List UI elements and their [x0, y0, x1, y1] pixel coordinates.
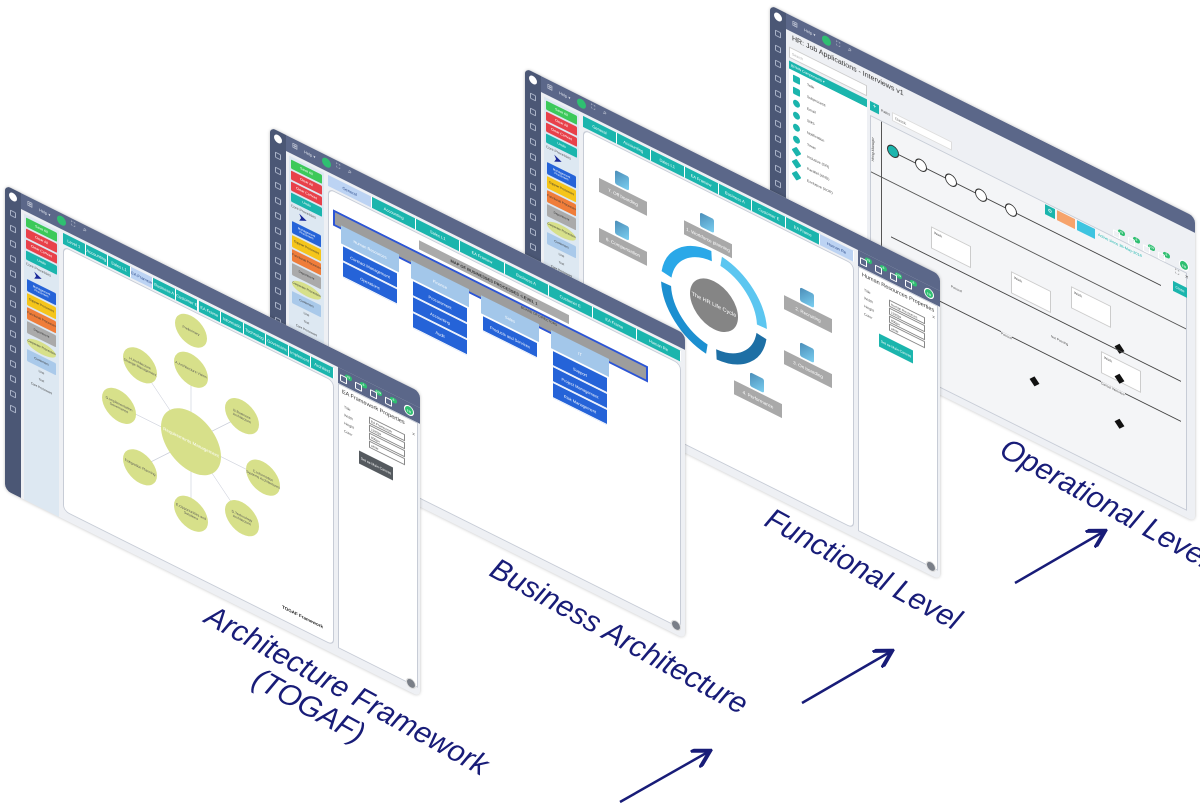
component-icon[interactable]	[791, 158, 802, 169]
task-node[interactable]	[945, 171, 957, 190]
component-icon[interactable]	[791, 146, 802, 157]
search-icon[interactable]: ⌕	[848, 45, 852, 55]
task-node[interactable]	[975, 186, 987, 205]
label-togaf: (TOGAF)	[246, 662, 371, 751]
fullscreen-icon[interactable]: ⛶	[836, 40, 841, 50]
close-icon[interactable]: ×	[932, 313, 935, 322]
property-label: Width	[864, 296, 873, 305]
task-node[interactable]	[1005, 201, 1017, 220]
component-label[interactable]: Timer	[807, 142, 816, 151]
fullscreen-icon[interactable]: ⛶	[591, 103, 596, 113]
ring-segment	[715, 332, 767, 365]
task-node[interactable]	[915, 156, 927, 175]
flow-label: Passed	[1001, 331, 1012, 341]
component-label[interactable]: Subprocess	[807, 94, 826, 108]
component-icon[interactable]	[793, 98, 800, 109]
add-button[interactable]: +	[870, 100, 879, 115]
property-label: Width	[344, 413, 353, 422]
property-label: Height	[344, 421, 355, 431]
component-icon[interactable]	[793, 74, 800, 85]
gateway[interactable]	[1029, 376, 1040, 387]
search-icon[interactable]: ⌕	[603, 108, 607, 118]
gateway[interactable]	[1114, 418, 1125, 429]
component-icon[interactable]	[791, 170, 802, 181]
task-card-title: Work	[1014, 275, 1023, 284]
arrow-1	[619, 752, 708, 804]
component-label[interactable]: Notification	[807, 130, 825, 144]
property-label: Color	[344, 429, 353, 438]
close-window-icon[interactable]: ×	[1185, 273, 1189, 282]
flow-line	[891, 150, 1161, 286]
ring-segment	[720, 256, 767, 329]
component-label[interactable]: SMS	[807, 118, 815, 127]
flow-label: Passed	[951, 284, 962, 294]
component-icon[interactable]	[793, 110, 800, 121]
paths-label: Paths	[881, 108, 890, 117]
component-icon[interactable]	[793, 86, 800, 97]
task-card[interactable]: Work	[1071, 286, 1111, 329]
task-card[interactable]: Work	[931, 226, 971, 269]
component-label[interactable]: Email	[807, 106, 816, 115]
fullscreen-icon[interactable]: ⛶	[336, 162, 341, 172]
task-card-title: Work	[934, 230, 943, 239]
search-icon[interactable]: ⌕	[348, 167, 352, 177]
component-icon[interactable]	[793, 122, 800, 133]
ring-segment	[661, 246, 713, 278]
fullscreen-icon[interactable]: ⛶	[71, 220, 76, 230]
search-icon[interactable]: ⌕	[83, 225, 87, 235]
property-label: Color	[864, 312, 873, 321]
component-label[interactable]: Task	[807, 82, 815, 91]
life-cycle-ring	[661, 246, 767, 365]
close-icon[interactable]: ×	[412, 430, 415, 439]
task-card-title: Work	[1074, 290, 1083, 299]
property-label: Height	[864, 304, 875, 314]
component-icon[interactable]	[793, 134, 800, 145]
property-label: Title	[344, 405, 351, 413]
property-label: Title	[864, 288, 871, 296]
arrow-2	[801, 652, 890, 705]
ring-segment	[661, 281, 708, 354]
start-event[interactable]	[887, 142, 899, 161]
lane-label: Hiring Manager	[870, 136, 875, 163]
arrow-3	[1014, 532, 1103, 585]
task-card-title: Work	[1104, 355, 1113, 364]
fullscreen-button[interactable]: ⛶	[1175, 268, 1180, 278]
flow-label: Not Passing	[1051, 334, 1069, 347]
